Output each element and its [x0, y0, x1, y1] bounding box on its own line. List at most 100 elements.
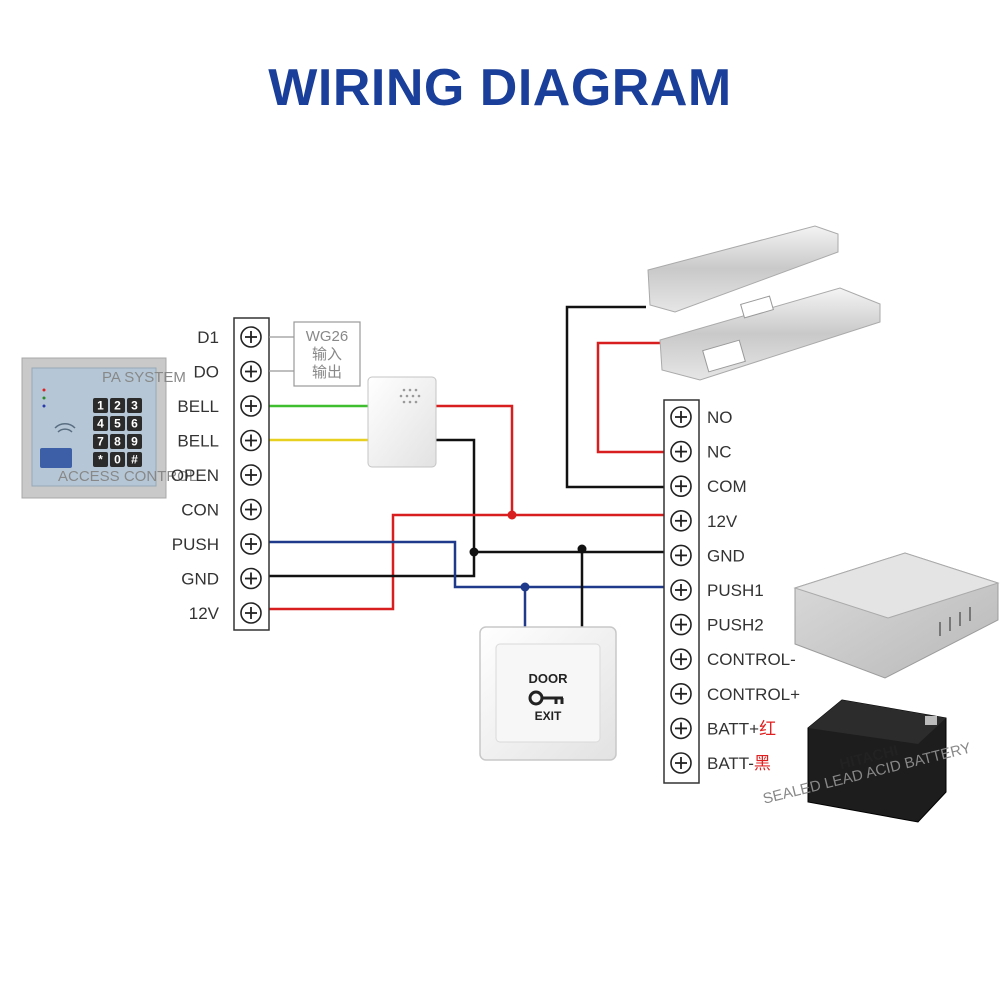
doorbell-red-wire — [434, 404, 514, 515]
keypad-key — [127, 416, 142, 431]
controller-terminal-label: PUSH2 — [707, 616, 764, 635]
keypad-terminal-label: 12V — [189, 604, 220, 623]
keypad-key-label: 0 — [114, 453, 121, 467]
wire-color-note: 红 — [759, 719, 776, 738]
exit-button-door-label: DOOR — [529, 671, 569, 686]
screw-terminal-icon — [670, 717, 692, 740]
keypad-key-label: 3 — [131, 399, 138, 413]
keypad-gnd-wire — [269, 550, 666, 578]
screw-terminal-icon — [240, 326, 262, 348]
controller-terminal-label: 12V — [707, 512, 738, 531]
screw-terminal-icon — [670, 440, 692, 463]
keypad-12v-wire — [269, 513, 666, 611]
terminal-name: BATT+ — [707, 719, 759, 738]
keypad-key — [127, 434, 142, 449]
keypad-key-label: 1 — [97, 399, 104, 413]
keypad-key — [93, 452, 108, 467]
wg26-input-label: 输入 — [312, 346, 342, 363]
keypad-push-wire — [269, 540, 666, 589]
keypad-key-label: # — [131, 453, 138, 467]
keypad-key — [110, 398, 125, 413]
wg26-box: WG26 输入 输出 — [269, 321, 361, 387]
junction-dot — [577, 544, 587, 554]
screw-terminal-icon — [240, 464, 262, 486]
keypad-key-label: 8 — [114, 435, 121, 449]
screw-terminal-icon — [670, 406, 692, 428]
screw-terminal-icon — [670, 648, 692, 671]
screw-terminal-icon — [240, 360, 262, 383]
exit-button: DOOR EXIT — [479, 626, 617, 761]
keypad-terminal-label: DO — [194, 363, 220, 382]
terminal-name: COM — [707, 477, 747, 496]
keypad-key — [110, 452, 125, 467]
controller-terminal-label: BATT+红 — [707, 719, 776, 738]
keypad-key — [127, 452, 142, 467]
keypad-key-label: 2 — [114, 399, 121, 413]
keypad-terminal-label: BELL — [177, 432, 219, 451]
wg26-output-label: 输出 — [312, 364, 342, 381]
lock-black-wire — [565, 305, 666, 489]
keypad-key-label: 6 — [131, 417, 138, 431]
terminal-name: PUSH2 — [707, 616, 764, 635]
keypad-key — [110, 416, 125, 431]
keypad-key-label: 4 — [97, 417, 104, 431]
keypad-terminal-label: CON — [181, 501, 219, 520]
terminal-name: CONTROL- — [707, 650, 796, 669]
screw-terminal-icon — [670, 544, 692, 567]
wire-color-note: 黑 — [754, 754, 771, 773]
page-title: WIRING DIAGRAM — [268, 59, 732, 117]
keypad-key-label: 7 — [97, 435, 104, 449]
keypad-key — [110, 434, 125, 449]
keypad-key-label: 9 — [131, 435, 138, 449]
wires — [269, 305, 666, 630]
keypad-key — [93, 434, 108, 449]
junction-dot — [520, 582, 530, 592]
terminal-name: GND — [707, 546, 745, 565]
terminal-name: PUSH1 — [707, 581, 764, 600]
screw-terminal-icon — [670, 682, 692, 705]
controller-terminal-label: NO — [707, 408, 733, 427]
keypad-key-label: 5 — [114, 417, 121, 431]
screw-terminal-icon — [240, 533, 262, 555]
terminal-name: NC — [707, 443, 732, 462]
power-supply — [793, 552, 1000, 679]
terminal-name: 12V — [707, 512, 738, 531]
battery: HITACHI SEALED LEAD ACID BATTERY — [761, 699, 973, 823]
controller-terminal-label: BATT-黑 — [707, 754, 771, 773]
keypad-key-label: * — [98, 453, 103, 467]
lock-red-wire — [596, 341, 666, 454]
controller-terminal-label: COM — [707, 477, 747, 496]
key-icon — [528, 690, 564, 706]
terminal-name: BATT- — [707, 754, 754, 773]
controller-terminal-label: GND — [707, 546, 745, 565]
keypad-key — [127, 398, 142, 413]
controller-terminal-label: CONTROL- — [707, 650, 796, 669]
keypad-terminal-label: GND — [181, 570, 219, 589]
screw-terminal-icon — [670, 579, 692, 601]
screw-terminal-icon — [670, 613, 692, 636]
controller-terminal-label: NC — [707, 443, 732, 462]
screw-terminal-icon — [240, 429, 262, 452]
rfid-icon — [54, 423, 76, 433]
keypad-footer: ACCESS CONTROL — [58, 468, 197, 485]
keypad-key — [93, 398, 108, 413]
screw-terminal-icon — [670, 509, 692, 532]
junction-dot — [507, 510, 517, 520]
terminal-name: CONTROL+ — [707, 685, 800, 704]
screw-terminal-icon — [240, 602, 262, 624]
screw-terminal-icon — [240, 498, 262, 521]
exit-button-exit-label: EXIT — [535, 709, 562, 723]
controller-terminal-label: CONTROL+ — [707, 685, 800, 704]
screw-terminal-icon — [670, 475, 692, 498]
controller-terminal-label: PUSH1 — [707, 581, 764, 600]
wg26-label: WG26 — [306, 328, 349, 345]
doorbell — [367, 376, 437, 468]
keypad-terminal-label: BELL — [177, 397, 219, 416]
screw-terminal-icon — [670, 752, 692, 774]
junction-dot — [469, 547, 479, 557]
keypad-key — [93, 416, 108, 431]
